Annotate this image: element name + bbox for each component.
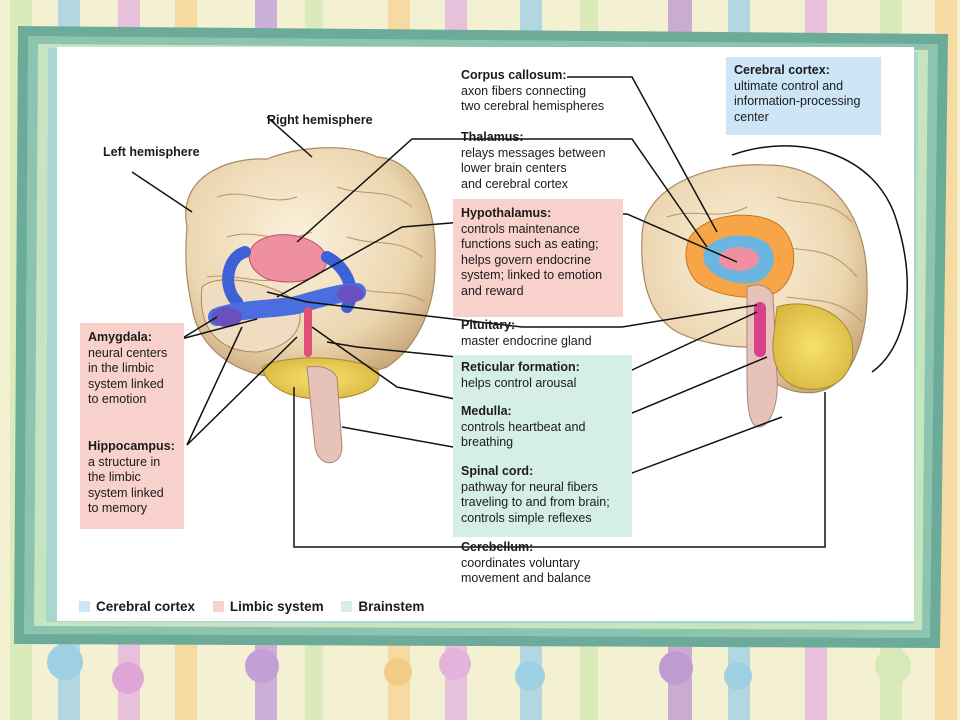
hypothalamus-label: Hypothalamus: controls maintenance funct…: [461, 206, 603, 298]
cerebellum-label: Cerebellum: coordinates voluntary moveme…: [461, 540, 591, 585]
legend-item-limbic: Limbic system: [212, 599, 324, 614]
left-hemisphere-label: Left hemisphere: [103, 145, 200, 159]
legend-swatch-cortex: [79, 601, 90, 612]
diagram-panel: Left hemisphere Right hemisphere Corpus …: [57, 47, 914, 621]
reticular-formation-label: Reticular formation: helps control arous…: [461, 360, 580, 390]
right-hemisphere-label: Right hemisphere: [267, 113, 373, 127]
legend-item-brainstem: Brainstem: [341, 599, 424, 614]
corpus-callosum-label: Corpus callosum: axon fibers connecting …: [461, 68, 605, 113]
amygdala-label: Amygdala: neural centers in the limbic s…: [88, 330, 168, 406]
cerebral-cortex-label: Cerebral cortex: ultimate control and in…: [734, 63, 861, 124]
brainstem-box: [453, 355, 632, 537]
thalamus-label: Thalamus: relays messages between lower …: [461, 130, 606, 191]
medulla-label: Medulla: controls heartbeat and breathin…: [461, 404, 586, 449]
left-brain-illustration: [185, 147, 436, 464]
legend-item-cortex: Cerebral cortex: [79, 599, 195, 614]
hippocampus-label: Hippocampus: a structure in the limbic s…: [88, 439, 175, 515]
hypothalamus-box: [453, 199, 623, 317]
legend: Cerebral cortex Limbic system Brainstem: [79, 599, 438, 614]
brain-illustrations: [131, 76, 908, 548]
pituitary-label: Pituitary: master endocrine gland: [461, 318, 592, 348]
limbic-left-box: [80, 323, 184, 529]
spinal-cord-label: Spinal cord: pathway for neural fibers t…: [461, 464, 610, 525]
legend-swatch-brainstem: [341, 601, 353, 612]
right-brain-illustration: [641, 145, 908, 428]
legend-swatch-limbic: [212, 601, 224, 612]
cerebral-cortex-box: [726, 57, 881, 135]
